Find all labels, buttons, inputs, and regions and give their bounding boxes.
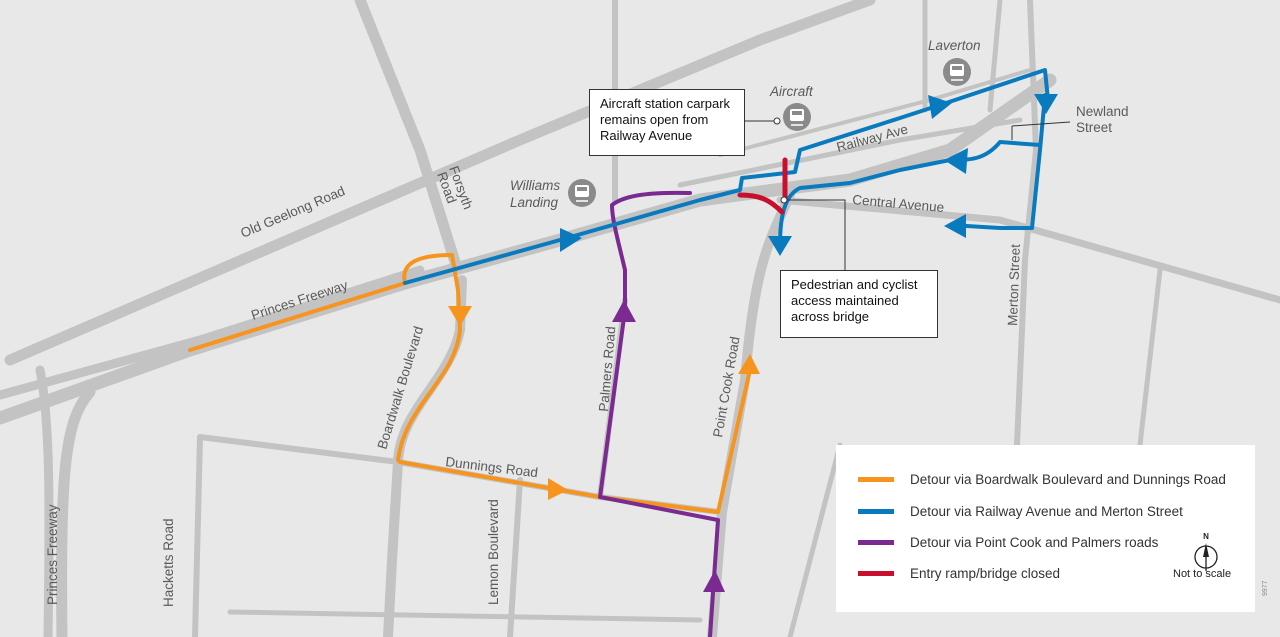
label-merton: Merton Street — [1005, 244, 1023, 327]
route-orange-freeway — [188, 253, 752, 514]
closed-ramp — [737, 192, 785, 215]
arrow-blue-4 — [944, 148, 968, 174]
label-aircraft: Aircraft — [769, 84, 814, 99]
callout-pedestrian: Pedestrian and cyclist access maintained… — [780, 270, 938, 338]
legend-item-red: Entry ramp/bridge closed — [858, 563, 1060, 583]
road-east-1 — [1137, 267, 1163, 448]
map-legend: Detour via Boardwalk Boulevard and Dunni… — [836, 445, 1255, 612]
arrow-blue-2 — [928, 95, 952, 119]
callout-pedestrian-text: Pedestrian and cyclist access maintained… — [791, 277, 918, 324]
road-princes-freeway-west — [56, 386, 96, 637]
legend-label: Detour via Point Cook and Palmers roads — [910, 534, 1159, 550]
label-williams-1: Williams — [510, 178, 560, 193]
arrow-blue-1 — [560, 228, 582, 252]
label-newland-1: Newland — [1076, 104, 1129, 119]
railway-line — [677, 117, 1023, 188]
label-laverton: Laverton — [928, 38, 981, 53]
route-blue-main — [403, 68, 1050, 285]
route-blue-merton — [948, 93, 1047, 230]
callout-leaders — [745, 117, 846, 270]
arrow-blue-3 — [1034, 94, 1058, 114]
label-hacketts: Hacketts Road — [161, 518, 176, 607]
station-aircraft — [783, 103, 811, 131]
station-laverton — [943, 58, 971, 86]
road-central-avenue — [776, 196, 1280, 304]
arrow-purple-1 — [612, 300, 636, 322]
callout-carpark-text: Aircraft station carpark remains open fr… — [600, 96, 731, 143]
scale-note: Not to scale — [1173, 568, 1232, 580]
route-orange — [188, 253, 752, 514]
leader-carpark-dot — [773, 117, 781, 125]
road-ramp-west — [35, 365, 54, 637]
road-forsyth — [354, 0, 461, 268]
legend-item-purple: Detour via Point Cook and Palmers roads — [858, 532, 1158, 552]
legend-label: Detour via Boardwalk Boulevard and Dunni… — [910, 471, 1226, 487]
route-purple-line — [598, 190, 720, 637]
legend-swatch-blue — [858, 508, 894, 514]
arrow-blue-6 — [768, 236, 792, 256]
legend-label: Detour via Railway Avenue and Merton Str… — [910, 503, 1183, 519]
road-lemon — [507, 477, 523, 637]
route-purple — [598, 190, 720, 637]
legend-swatch-red — [858, 570, 894, 576]
road-hacketts — [192, 434, 203, 637]
road-princes-freeway-2 — [0, 265, 425, 400]
legend-swatch-purple — [858, 539, 894, 545]
road-east-3 — [987, 0, 1003, 113]
label-princes-freeway-left: Princes Freeway — [45, 504, 60, 605]
station-williams-landing — [568, 179, 596, 207]
legend-label: Entry ramp/bridge closed — [910, 565, 1061, 581]
arrow-orange-2 — [548, 478, 568, 500]
route-blue-newland — [778, 140, 1042, 247]
arrow-blue-5 — [944, 214, 966, 238]
label-palmers: Palmers Road — [596, 326, 618, 413]
label-newland-2: Street — [1076, 120, 1112, 135]
legend-swatch-orange — [858, 476, 894, 482]
arrow-orange-3 — [738, 354, 760, 374]
callout-carpark: Aircraft station carpark remains open fr… — [589, 89, 745, 156]
road-local-se — [787, 442, 843, 637]
svg-text:N: N — [1203, 532, 1209, 541]
newland-leader — [1011, 121, 1071, 127]
arrow-purple-2 — [703, 570, 725, 592]
leader-pedestrian-dot — [780, 196, 788, 204]
route-blue — [403, 68, 1050, 285]
label-williams-2: Landing — [510, 195, 559, 210]
road-local-south — [227, 609, 703, 623]
legend-item-blue: Detour via Railway Avenue and Merton Str… — [858, 501, 1183, 521]
north-arrow-icon: N — [1194, 532, 1218, 571]
leader-pedestrian — [785, 199, 846, 270]
map-id: 9977 — [1262, 580, 1269, 596]
legend-item-orange: Detour via Boardwalk Boulevard and Dunni… — [858, 469, 1226, 489]
route-closed — [737, 157, 788, 215]
arrow-orange-1 — [448, 306, 472, 326]
label-lemon: Lemon Boulevard — [486, 499, 501, 605]
